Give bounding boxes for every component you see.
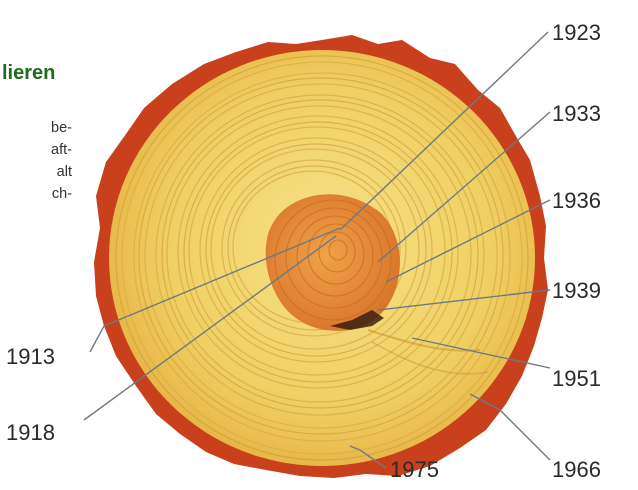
year-label-1918: 1918 — [6, 420, 55, 445]
year-label-1951: 1951 — [552, 366, 601, 391]
year-label-1923: 1923 — [552, 20, 601, 45]
year-label-1936: 1936 — [552, 188, 601, 213]
year-label-1933: 1933 — [552, 101, 601, 126]
year-label-1966: 1966 — [552, 457, 601, 482]
year-label-1913: 1913 — [6, 344, 55, 369]
year-label-1939: 1939 — [552, 278, 601, 303]
year-label-1975: 1975 — [390, 457, 439, 482]
